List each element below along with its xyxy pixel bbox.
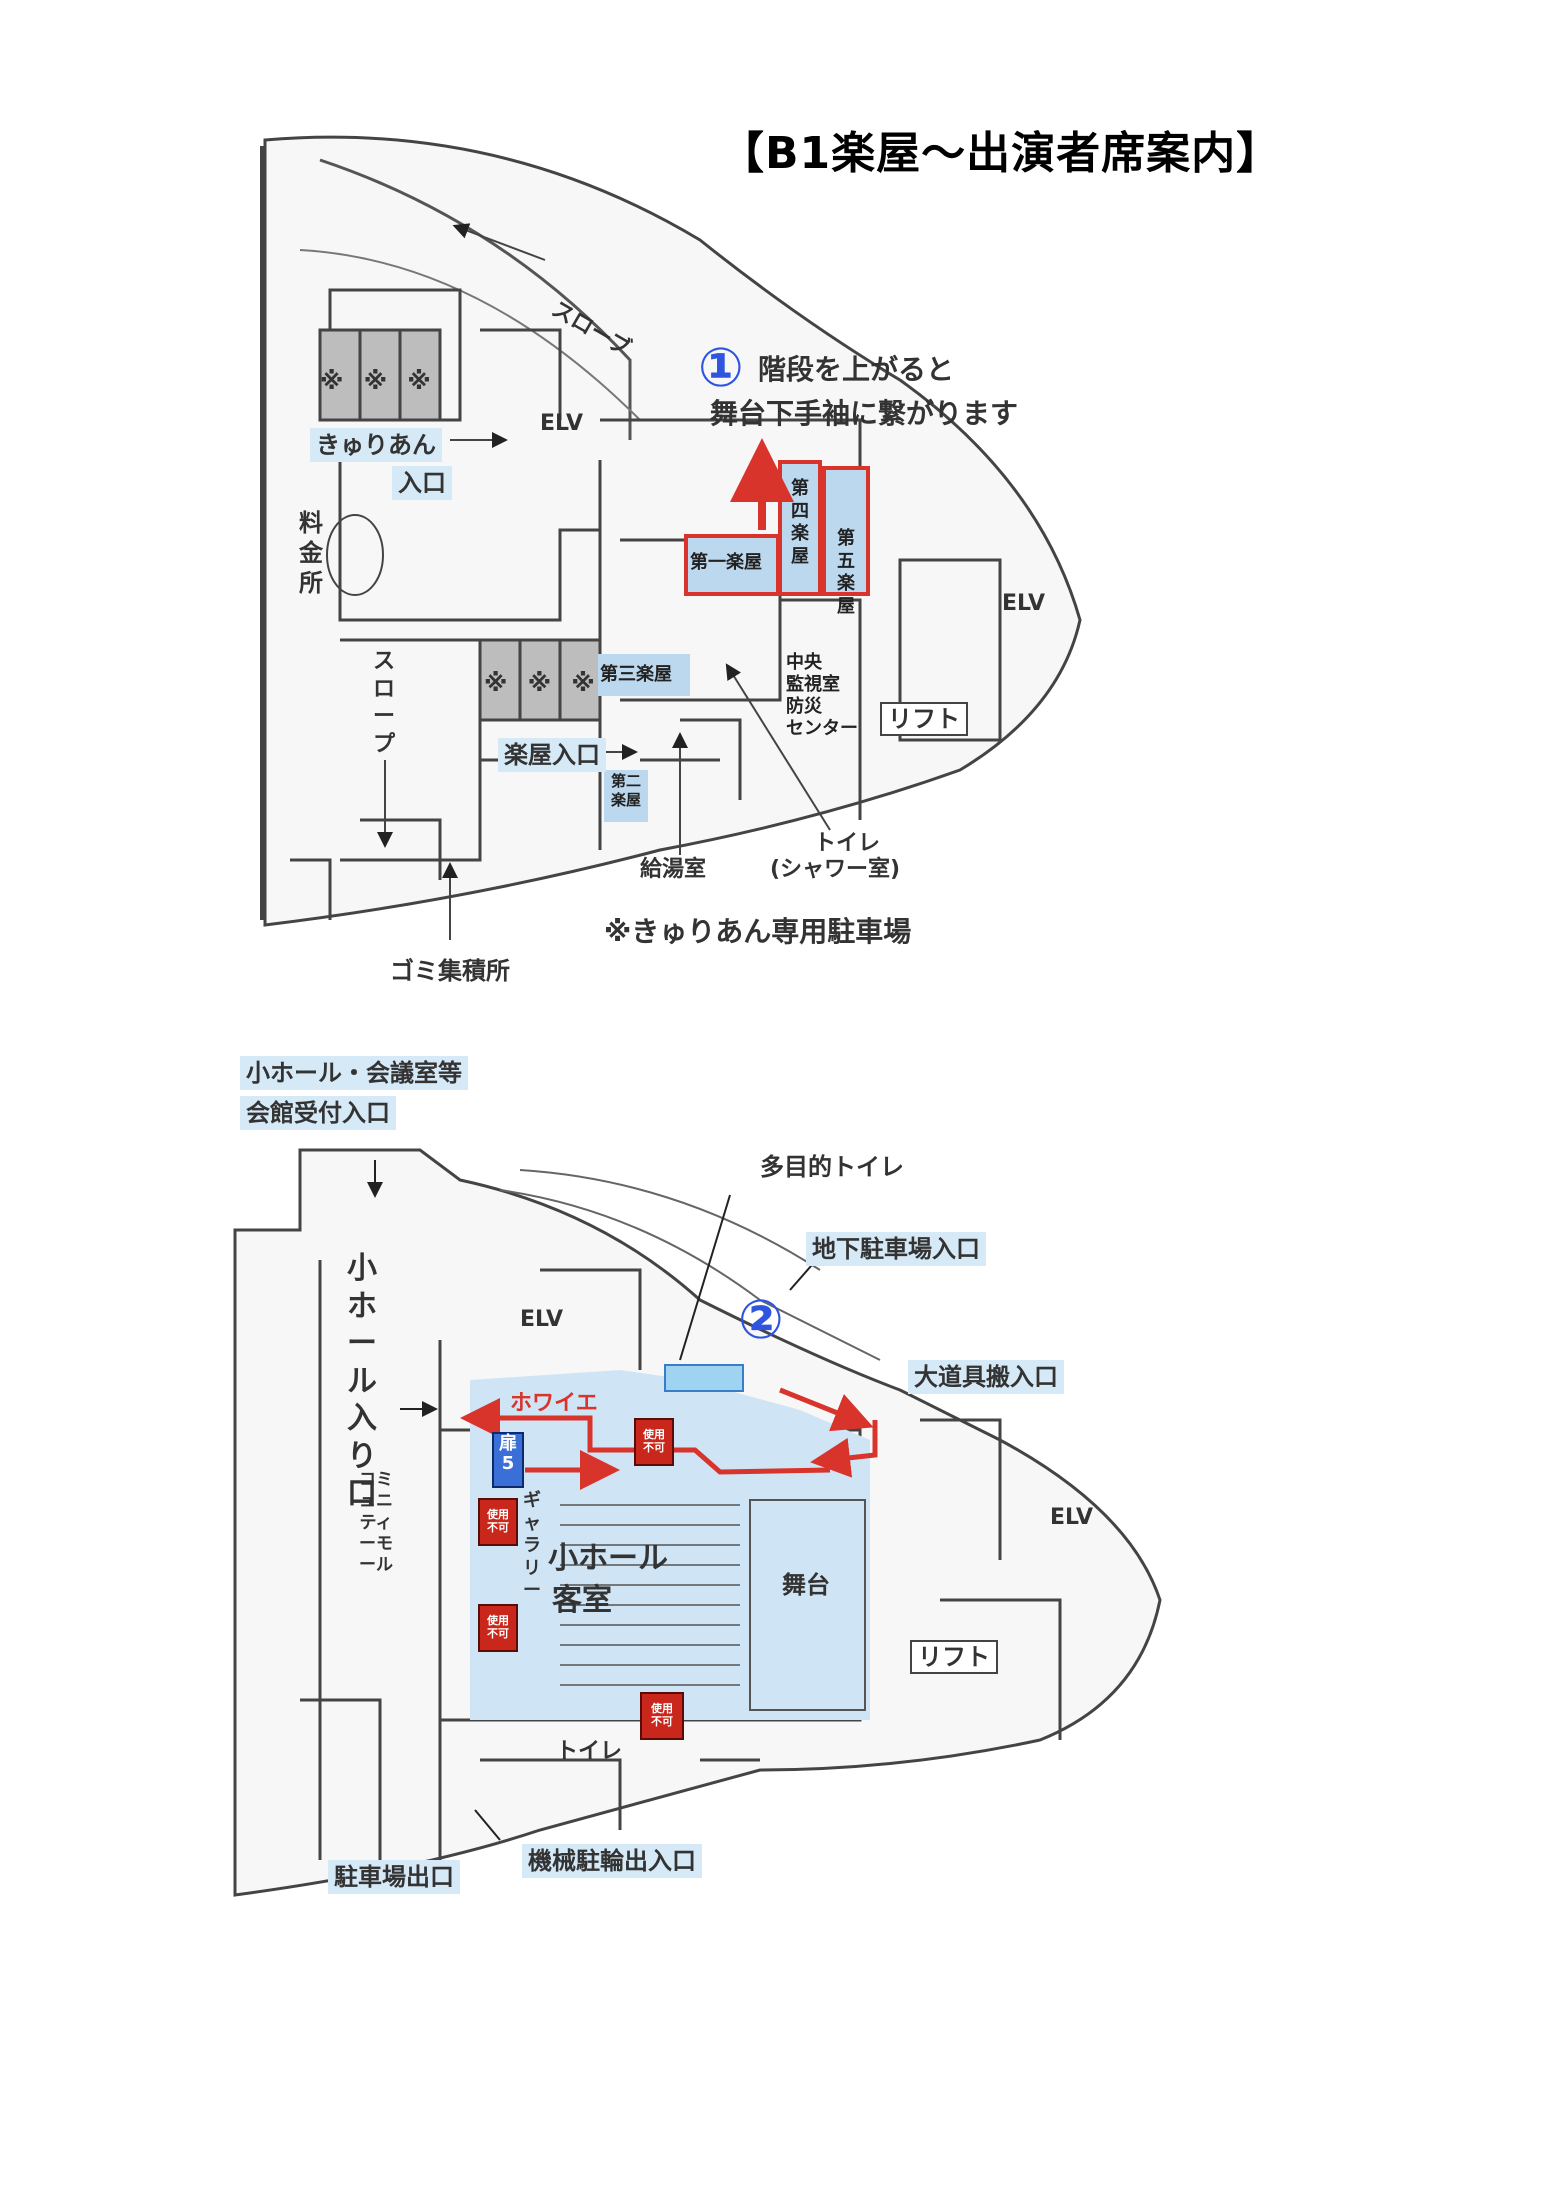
foyer-label: ホワイエ <box>510 1391 598 1416</box>
toilet-label-bottom: トイレ <box>556 1739 623 1764</box>
elv-label-bottom: ELV <box>520 1307 564 1332</box>
toilet-label-line2: (シャワー室) <box>770 857 901 882</box>
central-monitor-line3: 防災 <box>786 696 822 717</box>
elv-label-top: ELV <box>540 411 584 436</box>
toll-booth-label: 料金所 <box>299 509 323 597</box>
community-mall-label: コミュニティーモール <box>359 1470 393 1575</box>
bike-entrance-label: 機械駐輪出入口 <box>522 1844 702 1878</box>
garbage-label: ゴミ集積所 <box>390 957 510 985</box>
dressing-room-2: 第二楽屋 <box>610 772 641 809</box>
dressing-rooms-highlight <box>598 438 870 822</box>
parking-marks-mid: ※ ※ ※ <box>484 669 601 697</box>
accessible-toilet-label: 多目的トイレ <box>760 1153 904 1181</box>
lift-label-bottom: リフト <box>910 1640 998 1674</box>
step-1-line1: 階段を上がると <box>758 353 955 386</box>
unavailable-badge-2: 使用 不可 <box>478 1498 518 1546</box>
dressing-entrance-label: 楽屋入口 <box>498 738 606 772</box>
page-title: 【B1楽屋〜出演者席案内】 <box>720 128 1282 179</box>
central-monitor-line2: 監視室 <box>786 674 840 695</box>
parking-exit-label: 駐車場出口 <box>328 1860 460 1894</box>
kyurian-entrance-line2: 入口 <box>392 466 452 500</box>
elv-label-top-right: ELV <box>1002 591 1046 616</box>
dressing-room-3: 第三楽屋 <box>600 664 672 685</box>
unavailable-badge-3: 使用 不可 <box>478 1604 518 1652</box>
door-5-badge: 扉 5 <box>492 1432 524 1488</box>
hall-seats-line2: 客室 <box>552 1583 612 1618</box>
small-hall-highlight <box>470 1364 870 1720</box>
unavailable-badge-4: 使用 不可 <box>640 1692 684 1740</box>
step-1-marker: ① <box>698 336 744 399</box>
gallery-label: ギャラリー <box>523 1490 541 1601</box>
central-monitor-line1: 中央 <box>786 652 822 673</box>
large-props-entrance-label: 大道具搬入口 <box>908 1360 1064 1394</box>
kyurian-entrance-line1: きゅりあん <box>310 428 442 462</box>
stage-label: 舞台 <box>782 1571 830 1599</box>
small-hall-entrance-label: 小ホール入り口 <box>347 1251 377 1511</box>
step-2-marker: ② <box>738 1288 784 1351</box>
unavailable-badge-1: 使用 不可 <box>634 1418 674 1466</box>
reception-line1: 小ホール・会議室等 <box>240 1056 468 1090</box>
reception-line2: 会館受付入口 <box>240 1096 396 1130</box>
toilet-label-line1: トイレ <box>814 831 881 856</box>
central-monitor-line4: センター <box>786 718 858 739</box>
elv-label-bottom-right: ELV <box>1050 1505 1094 1530</box>
lift-label-top: リフト <box>880 702 968 736</box>
step-1-line2: 舞台下手袖に繋がります <box>710 397 1019 430</box>
slope-label-vertical: スロープ <box>372 649 395 757</box>
dressing-room-1: 第一楽屋 <box>690 552 762 573</box>
top-floorplan <box>260 135 1082 940</box>
hot-water-room-label: 給湯室 <box>640 857 707 882</box>
hall-seats-line1: 小ホール <box>548 1541 668 1576</box>
dressing-room-4: 第四楽屋 <box>791 478 809 567</box>
underground-parking-label: 地下駐車場入口 <box>806 1232 986 1266</box>
parking-note: ※きゅりあん専用駐車場 <box>604 915 912 948</box>
dressing-room-5: 第五楽屋 <box>837 528 855 617</box>
parking-marks-top: ※ ※ ※ <box>320 367 437 395</box>
